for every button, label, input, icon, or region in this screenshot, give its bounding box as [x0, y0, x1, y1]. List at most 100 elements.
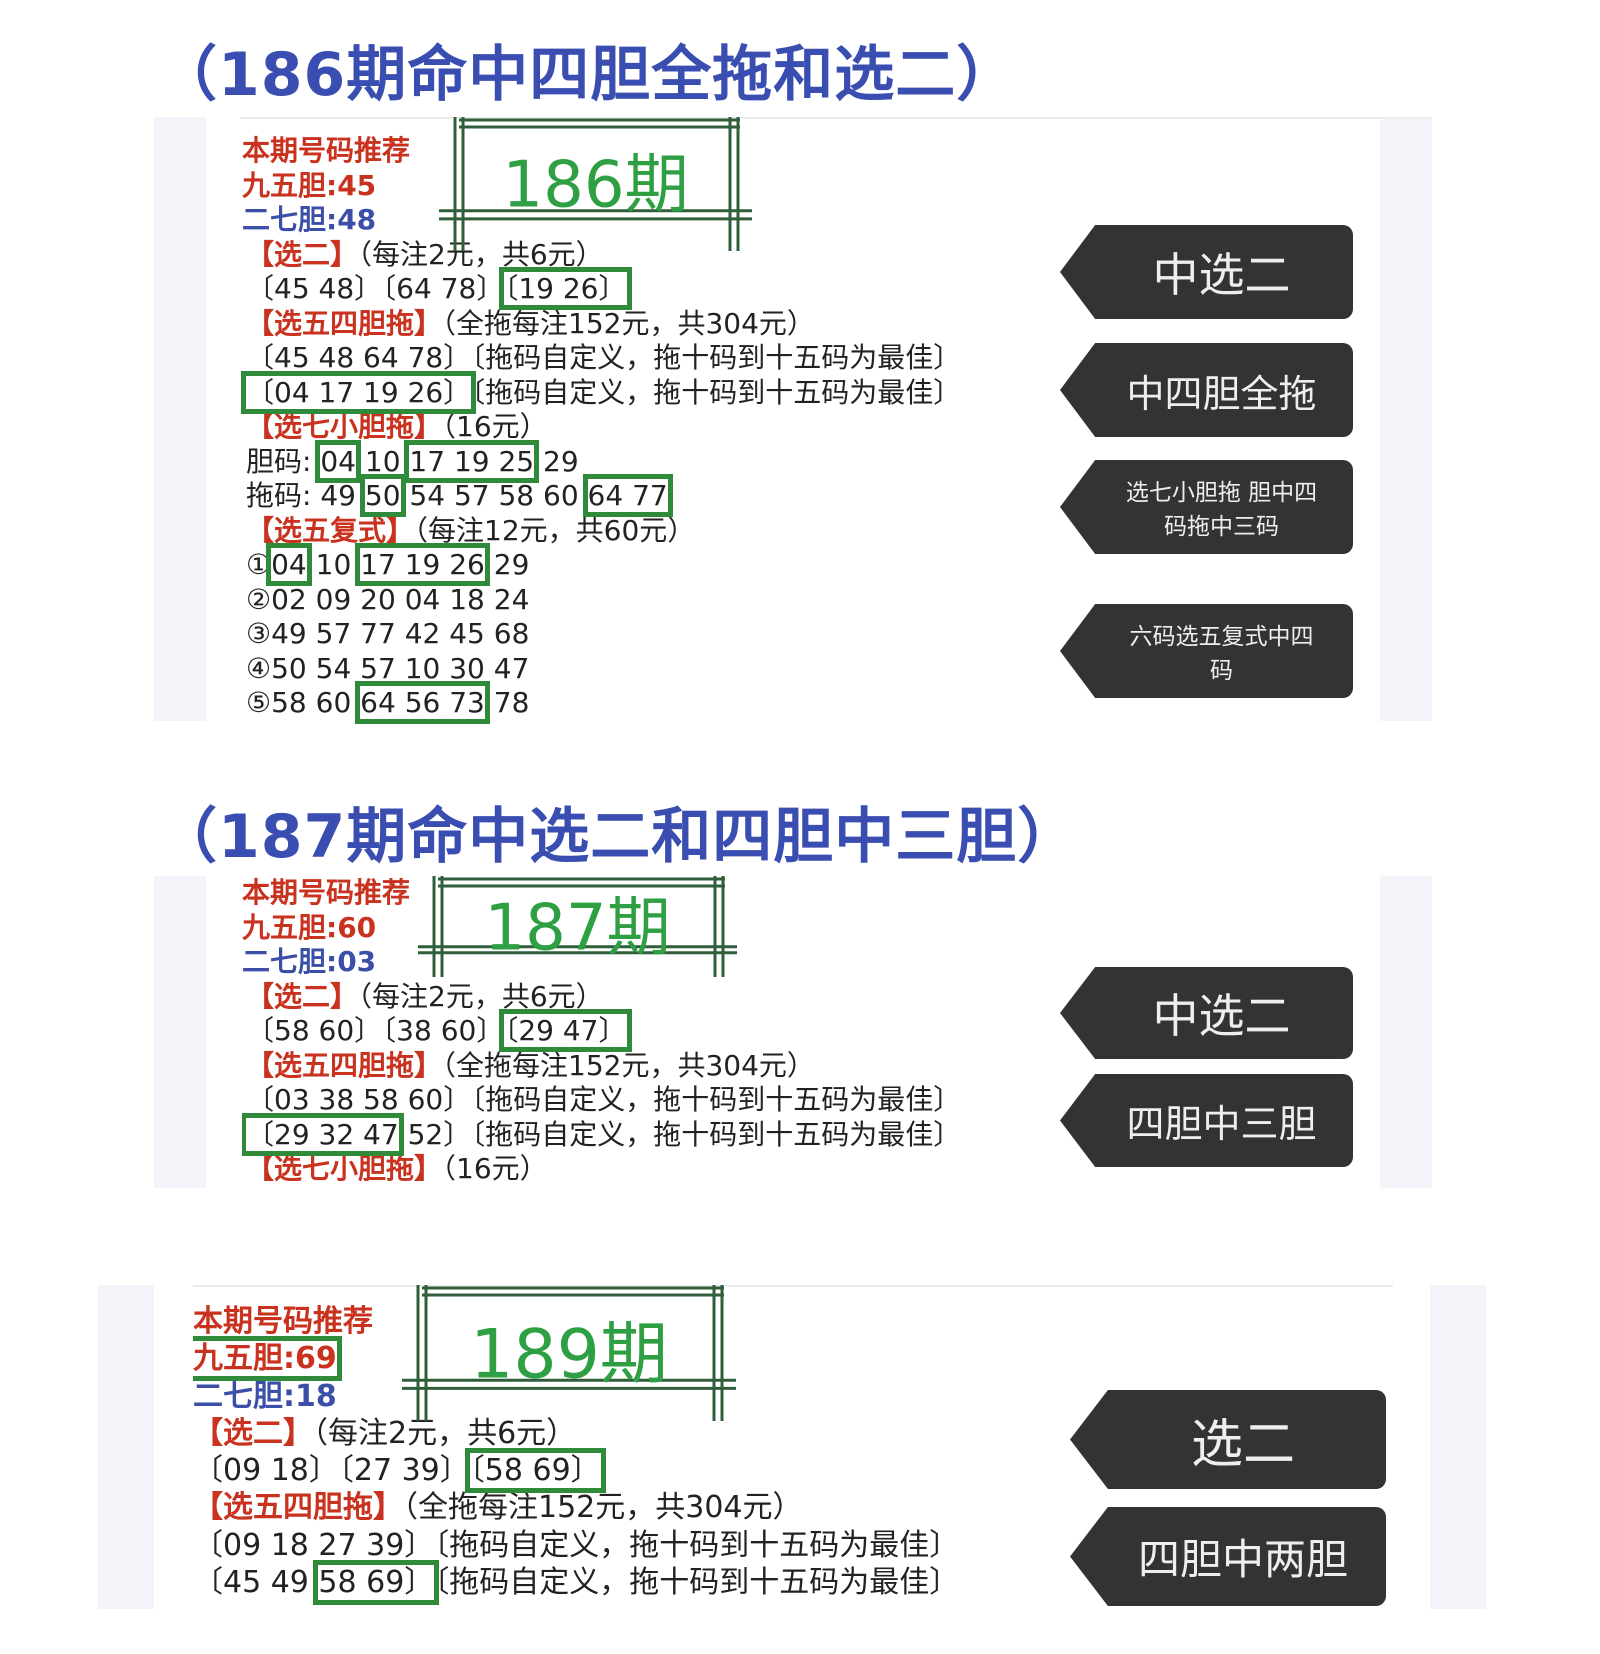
text-segment: 【选二】 — [246, 237, 359, 271]
highlighted-hit: 九五胆:69 — [193, 1336, 342, 1382]
result-callout: 中选二 — [1060, 967, 1353, 1059]
result-callout: 选二 — [1070, 1390, 1386, 1489]
text-line: 【选二】（每注2元，共6元） — [242, 980, 961, 1015]
result-callout: 选七小胆拖 胆中四码拖中三码 — [1060, 460, 1353, 554]
text-segment: ③49 57 77 42 45 68 — [246, 617, 530, 650]
period-frame-186: 186期 — [439, 117, 752, 251]
text-line: 【选五复式】（每注12元，共60元） — [242, 514, 961, 549]
text-segment: 〔58 60〕〔38 60〕 — [246, 1014, 505, 1047]
text-line: ④50 54 57 10 30 47 — [242, 652, 961, 687]
text-line: 九五胆:69 — [193, 1336, 959, 1382]
text-segment: 【选七小胆拖】 — [246, 1152, 443, 1185]
text-line: 〔45 48 64 78〕〔拖码自定义，拖十码到十五码为最佳〕 — [242, 341, 961, 376]
text-line: 二七胆:03 — [242, 945, 961, 980]
highlighted-hit: 58 69〕 — [313, 1560, 440, 1606]
text-segment: （16元） — [442, 410, 548, 443]
double-line-frame — [418, 876, 737, 977]
text-line: 【选五四胆拖】（全拖每注152元，共304元） — [193, 1489, 959, 1526]
result-callout: 六码选五复式中四码 — [1060, 604, 1353, 698]
text-line: ③49 57 77 42 45 68 — [242, 617, 961, 652]
text-segment: ⑤58 60 — [246, 686, 361, 719]
result-callout: 中选二 — [1060, 225, 1353, 319]
text-line: ⑤58 60 64 56 73 78 — [242, 681, 961, 724]
text-segment: 本期号码推荐 — [242, 876, 411, 909]
text-line: 本期号码推荐 — [242, 876, 961, 911]
text-segment: （全拖每注152元，共304元） — [442, 1048, 815, 1082]
text-line: 【选七小胆拖】（16元） — [242, 410, 961, 445]
text-segment: （全拖每注152元，共304元） — [442, 306, 815, 340]
text-segment: 【选五四胆拖】 — [193, 1490, 403, 1526]
text-segment: 〔拖码自定义，拖十码到十五码为最佳〕 — [471, 375, 962, 409]
text-segment: 〔45 49 — [193, 1565, 319, 1601]
highlighted-hit: 64 56 73 — [355, 681, 490, 724]
text-line: 拖码: 49 50 54 57 58 60 64 77 — [242, 474, 961, 517]
highlighted-hit: 〔19 26〕 — [499, 267, 632, 310]
text-line: 〔29 32 47 52〕〔拖码自定义，拖十码到十五码为最佳〕 — [242, 1112, 962, 1156]
highlighted-hit: 17 19 25 — [404, 439, 540, 483]
text-segment: （每注2元，共6元） — [313, 1415, 577, 1451]
highlighted-hit: 50 — [359, 474, 406, 517]
text-segment: 九五胆:45 — [242, 168, 377, 202]
text-line: 〔09 18 27 39〕〔拖码自定义，拖十码到十五码为最佳〕 — [193, 1527, 959, 1564]
highlighted-hit: 〔58 69〕 — [464, 1448, 606, 1494]
text-segment: 【选五四胆拖】 — [246, 306, 443, 340]
text-line: 【选二】（每注2元，共6元） — [242, 238, 961, 273]
double-line-frame — [439, 117, 752, 251]
text-line: 〔03 38 58 60〕〔拖码自定义，拖十码到十五码为最佳〕 — [242, 1083, 961, 1118]
text-segment: （全拖每注152元，共304元） — [403, 1490, 803, 1526]
text-segment: ②02 09 20 04 18 24 — [246, 582, 530, 616]
panel-strip — [1430, 1285, 1486, 1609]
text-line: 二七胆:18 — [193, 1378, 959, 1415]
text-line: 〔09 18〕〔27 39〕〔58 69〕 — [193, 1448, 959, 1494]
text-line: 九五胆:45 — [242, 169, 961, 204]
text-segment: （每注12元，共60元） — [414, 513, 696, 547]
text-segment: 【选二】 — [193, 1415, 313, 1451]
text-line: 〔58 60〕〔38 60〕〔29 47〕 — [242, 1009, 961, 1052]
result-callout: 四胆中两胆 — [1070, 1507, 1386, 1606]
highlighted-hit: 04 — [315, 439, 361, 483]
text-segment: 78 — [484, 686, 530, 719]
text-segment: 【选二】 — [246, 979, 359, 1013]
text-segment: 二七胆:18 — [193, 1378, 337, 1414]
text-segment: 52〕〔拖码自定义，拖十码到十五码为最佳〕 — [398, 1117, 962, 1151]
highlighted-hit: 64 77 — [582, 474, 673, 517]
text-line: 【选七小胆拖】（16元） — [242, 1152, 961, 1187]
text-segment: 【选五复式】 — [246, 513, 415, 547]
text-segment: ④50 54 57 10 30 47 — [246, 651, 530, 685]
text-line: ②02 09 20 04 18 24 — [242, 583, 961, 618]
text-segment: （每注2元，共6元） — [358, 237, 604, 271]
text-segment: 本期号码推荐 — [242, 134, 411, 167]
text-line: 〔45 48〕〔64 78〕〔19 26〕 — [242, 267, 961, 310]
highlighted-hit: 04 — [266, 543, 312, 586]
highlighted-hit: 〔29 32 47 — [242, 1112, 404, 1156]
double-line-frame — [402, 1285, 736, 1421]
text-segment: 九五胆:60 — [242, 910, 377, 944]
text-line: 二七胆:48 — [242, 203, 961, 238]
text-line: ①04 10 17 19 26 29 — [242, 543, 961, 586]
text-segment: 10 — [355, 444, 410, 478]
text-segment: 54 57 58 60 — [400, 479, 588, 512]
panel-strip — [1380, 117, 1432, 721]
divider — [193, 1285, 1393, 1287]
panel-strip — [154, 117, 206, 721]
result-callout: 中四胆全拖 — [1060, 343, 1353, 437]
period-frame-187: 187期 — [418, 876, 737, 977]
text-line: 【选五四胆拖】（全拖每注152元，共304元） — [242, 1049, 961, 1084]
text-segment: 〔03 38 58 60〕〔拖码自定义，拖十码到十五码为最佳〕 — [246, 1083, 962, 1116]
divider — [240, 117, 1432, 119]
highlighted-hit: 〔29 47〕 — [499, 1009, 632, 1052]
text-line: 本期号码推荐 — [193, 1303, 959, 1340]
text-line: 胆码: 04 10 17 19 25 29 — [242, 439, 961, 483]
text-segment: 拖码: 49 — [246, 479, 365, 512]
period-label: 189期 — [470, 1315, 668, 1395]
panel-strip — [98, 1285, 154, 1609]
text-segment: 〔09 18 27 39〕〔拖码自定义，拖十码到十五码为最佳〕 — [193, 1527, 960, 1563]
period-label: 186期 — [502, 148, 689, 223]
text-line: 九五胆:60 — [242, 911, 961, 946]
text-segment: 〔09 18〕〔27 39〕 — [193, 1453, 470, 1489]
text-line: 【选二】（每注2元，共6元） — [193, 1415, 959, 1452]
